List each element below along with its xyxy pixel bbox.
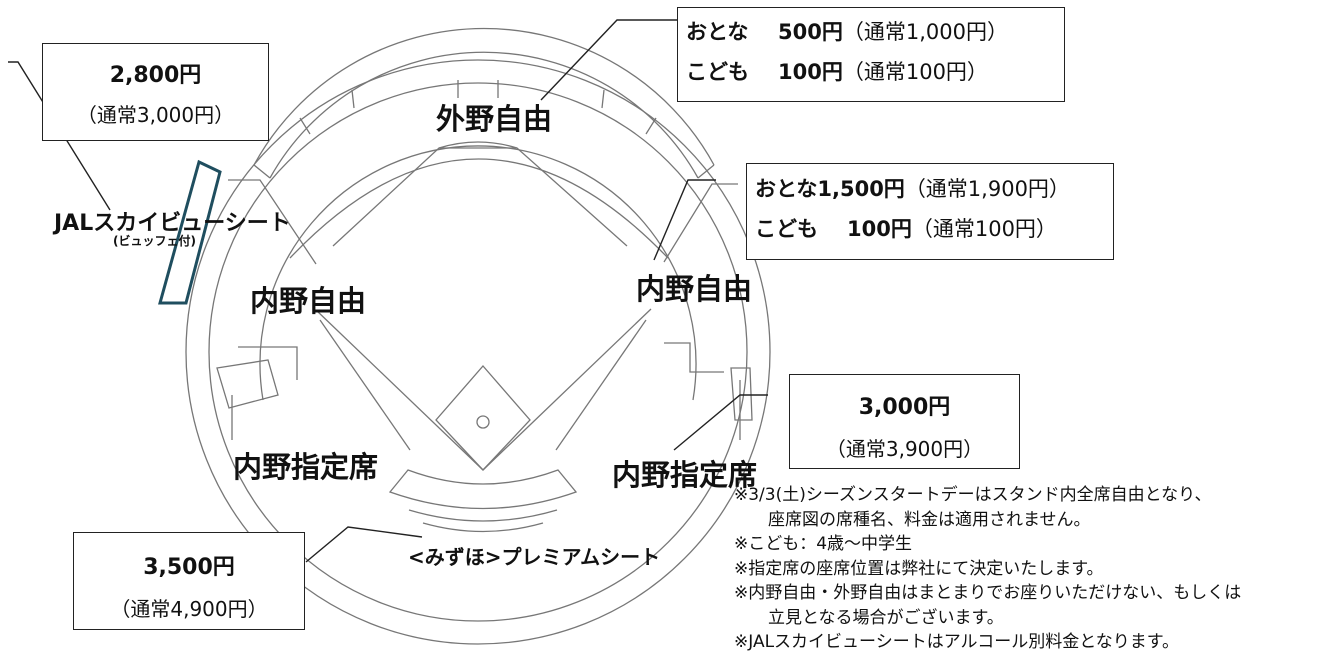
stadium-outer-ring bbox=[185, 59, 771, 645]
adult-label: おとな bbox=[686, 20, 749, 44]
right-box-seats bbox=[730, 367, 753, 421]
foul-line-right bbox=[482, 308, 652, 471]
outfield-child-regular: （通常100円） bbox=[842, 60, 988, 84]
zone-outfield-free: 外野自由 bbox=[436, 102, 553, 136]
notes: ※3/3(土)シーズンスタートデーはスタンド内全席自由となり、 座席図の席種名、… bbox=[734, 483, 1241, 655]
adult-label: おとな bbox=[755, 177, 818, 201]
stadium-inner-ring bbox=[208, 82, 748, 622]
price-infield-reserved-right: 3,000円 bbox=[858, 395, 951, 420]
outfield-adult-price: 500円 bbox=[778, 20, 843, 44]
outfield-child-price: 100円 bbox=[778, 60, 843, 84]
note-1-cont: 座席図の席種名、料金は適用されません。 bbox=[768, 509, 1091, 530]
note-1: ※3/3(土)シーズンスタートデーはスタンド内全席自由となり、 bbox=[734, 485, 1212, 505]
infield-adult-row: おとな1,500円（通常1,900円） bbox=[755, 169, 1113, 209]
infield-adult-price: 1,500円 bbox=[817, 177, 905, 201]
backstop-stand bbox=[388, 469, 578, 510]
outfield-adult-regular: （通常1,000円） bbox=[842, 20, 1008, 44]
note-5: ※JALスカイビューシートはアルコール別料金となります。 bbox=[734, 632, 1179, 652]
zone-premium: <みずほ>プレミアムシート bbox=[408, 545, 661, 569]
note-4: ※内野自由・外野自由はまとまりでお座りいただけない、もしくは bbox=[734, 583, 1242, 603]
price-box-infield-reserved-right: 3,000円 （通常3,900円） bbox=[789, 374, 1020, 469]
price-box-outfield: おとな 500円（通常1,000円） こども 100円（通常100円） bbox=[677, 7, 1065, 102]
infield-child-price: 100円 bbox=[847, 217, 912, 241]
stand-inner-ring bbox=[259, 145, 697, 401]
regular-price-premium: （通常4,900円） bbox=[110, 597, 268, 621]
outfield-adult-row: おとな 500円（通常1,000円） bbox=[686, 12, 1064, 52]
zone-infield-free-right: 内野自由 bbox=[636, 272, 753, 306]
leader-jal bbox=[8, 61, 111, 211]
leader-infield-free bbox=[653, 179, 716, 261]
leader-outfield bbox=[540, 19, 677, 101]
note-2: ※こども：4歳～中学生 bbox=[734, 534, 913, 554]
zone-infield-free-left: 内野自由 bbox=[250, 284, 367, 318]
regular-price-infield-reserved-right: （通常3,900円） bbox=[825, 437, 984, 461]
foul-line-left bbox=[315, 309, 484, 471]
price-box-infield-free: おとな1,500円（通常1,900円） こども 100円（通常100円） bbox=[746, 163, 1114, 260]
note-3: ※指定席の座席位置は弊社にて決定いたします。 bbox=[734, 558, 1104, 579]
zone-jal-sky-view: JALスカイビューシート bbox=[54, 211, 291, 236]
infield-child-row: こども 100円（通常100円） bbox=[755, 209, 1113, 249]
infield-child-regular: （通常100円） bbox=[911, 217, 1057, 241]
leader-premium bbox=[305, 526, 423, 563]
infield-adult-regular: （通常1,900円） bbox=[904, 177, 1070, 201]
child-label: こども bbox=[755, 217, 818, 241]
zone-jal-sky-view-sub: (ビュッフェ付) bbox=[113, 234, 196, 248]
note-4-cont: 立見となる場合がございます。 bbox=[768, 607, 1004, 628]
price-box-jal: 2,800円 （通常3,000円） bbox=[42, 43, 269, 141]
price-box-premium: 3,500円 （通常4,900円） bbox=[73, 532, 305, 630]
jal-sky-view-block bbox=[158, 159, 222, 305]
regular-price-jal: （通常3,000円） bbox=[76, 103, 235, 127]
infield-diamond bbox=[435, 365, 531, 471]
price-premium: 3,500円 bbox=[143, 555, 235, 580]
child-label: こども bbox=[686, 60, 749, 84]
outfield-child-row: こども 100円（通常100円） bbox=[686, 52, 1064, 92]
outfield-stand-lower bbox=[269, 51, 699, 179]
left-box-seats bbox=[216, 359, 279, 409]
pitchers-mound bbox=[476, 415, 490, 429]
outfield-fence bbox=[289, 158, 669, 259]
price-jal: 2,800円 bbox=[109, 63, 202, 88]
outfield-stand-upper bbox=[253, 27, 715, 166]
zone-infield-reserved-right: 内野指定席 bbox=[612, 458, 758, 492]
zone-infield-reserved-left: 内野指定席 bbox=[233, 450, 379, 484]
leader-reserved-right bbox=[673, 394, 768, 451]
